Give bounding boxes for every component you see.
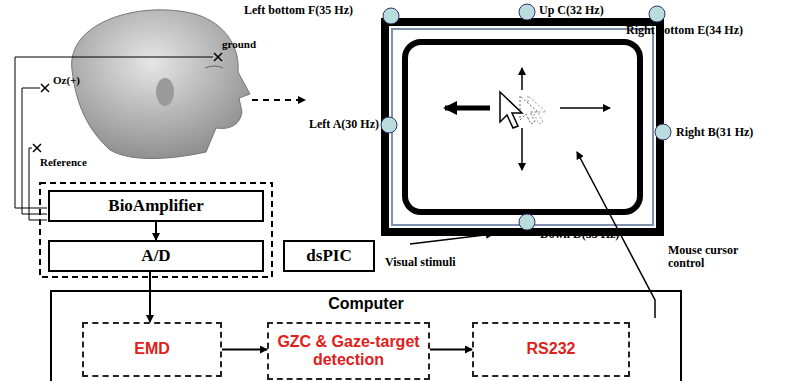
mouse-cursor bbox=[500, 92, 546, 128]
stimulus-label: Left A(30 Hz) bbox=[309, 118, 379, 131]
process-box: RS232 bbox=[472, 322, 630, 377]
stimulus-label: Up C(32 Hz) bbox=[539, 4, 604, 17]
stimulus-label: Left bottom F(35 Hz) bbox=[244, 4, 353, 17]
stimulus-label: Down D(33 Hz) bbox=[540, 228, 619, 241]
box-text: BioAmplifier bbox=[108, 196, 203, 216]
connector-arrow bbox=[155, 222, 157, 240]
electrode-label: Oz(+) bbox=[53, 74, 80, 86]
electrode-label: Reference bbox=[40, 156, 87, 168]
process-box: A/D bbox=[48, 240, 264, 272]
controller-box: dsPIC bbox=[283, 240, 375, 272]
box-text: EMD bbox=[128, 340, 176, 358]
stimulus-label: Right bottom E(34 Hz) bbox=[626, 24, 743, 37]
connector-arrow bbox=[430, 349, 472, 351]
cursor-arrows bbox=[445, 68, 610, 170]
box-text: GZC & Gaze-target detection bbox=[269, 333, 428, 370]
process-box: EMD bbox=[82, 322, 222, 377]
signal-label: Mouse cursor control bbox=[668, 244, 768, 270]
stimulus-label: Right B(31 Hz) bbox=[676, 126, 753, 139]
signal-label: Visual stimuli bbox=[385, 256, 456, 269]
amplifier-group bbox=[40, 183, 272, 277]
box-text: dsPIC bbox=[306, 246, 351, 266]
stimulus-wire bbox=[410, 234, 493, 244]
connector-arrow bbox=[149, 272, 151, 322]
monitor bbox=[385, 22, 660, 232]
head-illustration bbox=[72, 10, 250, 159]
gaze-arrow bbox=[252, 99, 305, 101]
connector-arrow bbox=[222, 349, 267, 351]
process-box: GZC & Gaze-target detection bbox=[267, 322, 430, 380]
electrode-label: ground bbox=[222, 38, 256, 50]
computer-box: ComputerEMD GZC & Gaze-target detection RS… bbox=[50, 290, 682, 381]
box-text: A/D bbox=[141, 246, 170, 266]
process-box: BioAmplifier bbox=[48, 190, 264, 222]
box-text: RS232 bbox=[521, 340, 582, 358]
stimulus-led bbox=[381, 4, 671, 230]
electrode-mark bbox=[33, 53, 222, 152]
box-text: Computer bbox=[328, 295, 404, 313]
